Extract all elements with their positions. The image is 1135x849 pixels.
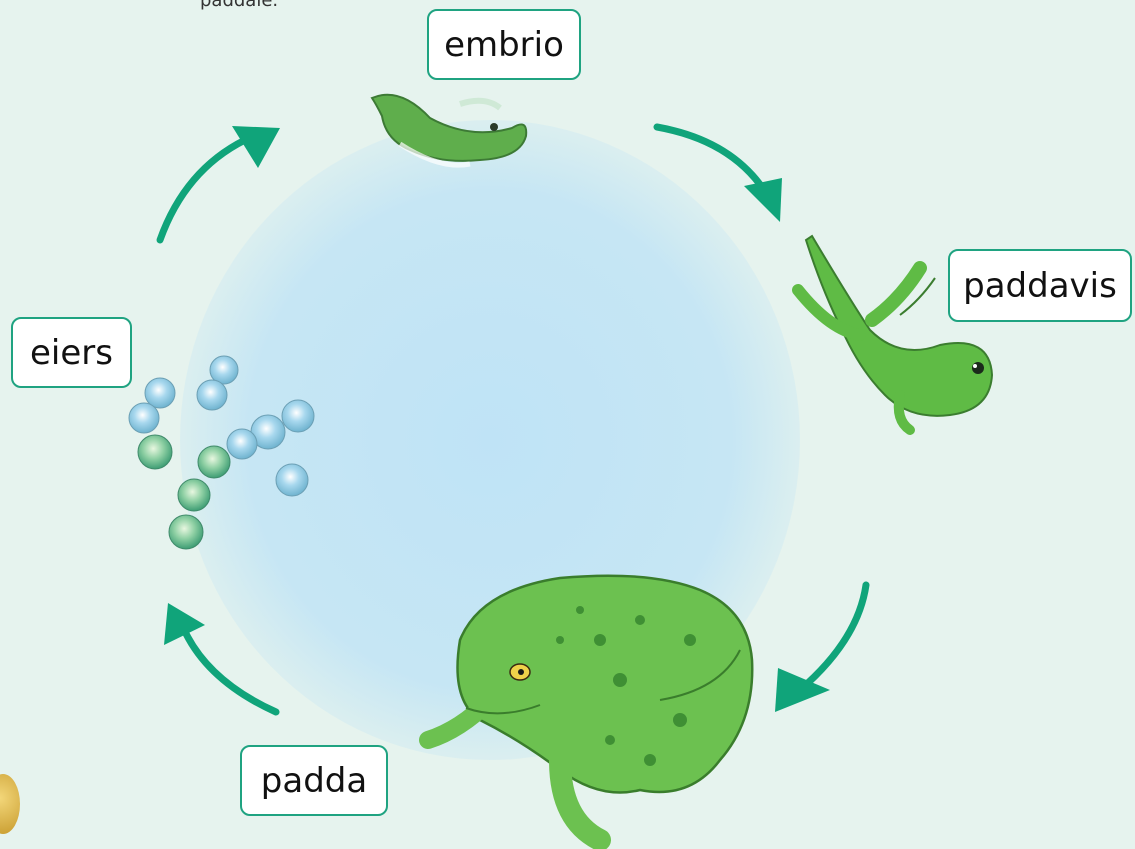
stage-label-tadpole: paddavis: [948, 249, 1132, 322]
arrow-tadpole-to-frog: [775, 585, 866, 712]
arrow-frog-to-eggs: [164, 603, 276, 712]
stage-label-frog: padda: [240, 745, 388, 816]
stage-label-embryo: embrio: [427, 9, 581, 80]
arrow-eggs-to-embryo: [160, 126, 280, 240]
eggs-illustration: [129, 356, 314, 549]
frog-illustration: [428, 576, 752, 840]
arrow-embryo-to-tadpole: [657, 127, 782, 222]
stage-label-eggs: eiers: [11, 317, 132, 388]
embryo-illustration: [372, 95, 526, 165]
